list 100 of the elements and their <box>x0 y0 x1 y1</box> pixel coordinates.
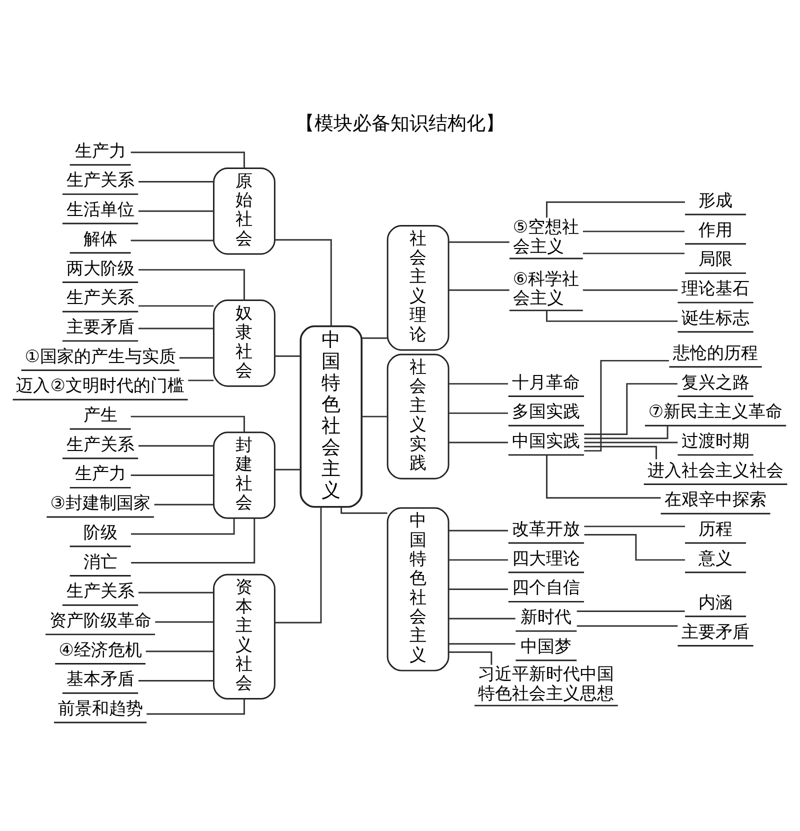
node-text: ⑤空想社会主义 <box>512 216 580 256</box>
node-text: 意义 <box>698 547 733 568</box>
connector <box>275 238 332 326</box>
node-text: 四大理论 <box>512 547 580 568</box>
node-box: 中国特色社会主义 <box>300 324 363 508</box>
connector <box>130 518 235 534</box>
node-text: 生产力 <box>74 462 126 483</box>
connector <box>131 518 256 563</box>
connector <box>138 210 214 212</box>
connector <box>584 441 678 443</box>
node-text: 生产关系 <box>66 433 134 454</box>
connector <box>448 650 492 664</box>
node-text: 阶级 <box>83 521 118 542</box>
node-text: 习近平新时代中国特色社会主义思想 <box>478 663 614 702</box>
node-text: ①国家的产生与实质 <box>24 345 176 366</box>
connector <box>584 525 685 527</box>
connector <box>584 533 685 560</box>
connector <box>362 336 388 338</box>
connector <box>138 591 214 593</box>
node-text: 十月革命 <box>512 371 580 392</box>
connector <box>448 441 508 443</box>
node-text: 新时代 <box>520 606 572 626</box>
connector <box>448 382 508 384</box>
connector <box>130 415 245 432</box>
connector <box>584 425 668 439</box>
connector <box>448 617 516 619</box>
node-text: 产生 <box>83 404 118 424</box>
node-text: 内涵 <box>698 591 733 612</box>
connector <box>138 679 214 681</box>
connector <box>188 379 214 381</box>
node-text: 过渡时期 <box>682 430 750 450</box>
node-text: 主要矛盾 <box>66 316 134 336</box>
node-text: 前景和趋势 <box>58 698 143 718</box>
connector <box>275 468 301 470</box>
node-text: 多国实践 <box>512 400 580 421</box>
node-box: 奴隶社会 <box>213 299 276 386</box>
connector <box>582 288 678 290</box>
connector <box>138 327 214 329</box>
connector <box>130 239 214 241</box>
node-text: 改革开放 <box>512 518 580 538</box>
connector <box>546 454 661 498</box>
node-box: 资本主义社会 <box>213 573 276 700</box>
node-text: 主要矛盾 <box>682 620 750 641</box>
connector <box>448 642 516 644</box>
connector <box>130 474 214 476</box>
connector <box>155 620 214 622</box>
connector <box>584 359 669 452</box>
node-text: 生产力 <box>74 140 126 160</box>
connector <box>546 310 678 322</box>
node-box: 原始社会 <box>213 166 276 254</box>
node-text: 解体 <box>83 228 118 248</box>
node-text: ③封建制国家 <box>50 492 150 512</box>
connector <box>582 230 685 232</box>
connector <box>448 412 508 414</box>
connector <box>584 445 657 459</box>
connector <box>546 200 685 218</box>
node-text: 生产关系 <box>66 580 134 600</box>
connector <box>138 268 245 300</box>
connector <box>582 252 685 254</box>
node-text: 生产关系 <box>66 169 134 190</box>
connector <box>448 558 508 560</box>
node-text: 进入社会主义社会 <box>648 459 784 480</box>
node-box: 封建社会 <box>213 431 276 518</box>
connector <box>576 610 685 612</box>
node-text: 迈入②文明时代的门槛 <box>16 374 184 395</box>
node-text: 诞生标志 <box>682 306 750 327</box>
node-text: 消亡 <box>83 550 118 571</box>
connector <box>138 180 214 182</box>
connector <box>584 382 678 434</box>
connector <box>146 698 245 714</box>
node-text: 悲怆的历程 <box>673 342 758 362</box>
connector <box>448 529 508 531</box>
node-text: ⑦新民主主义革命 <box>648 400 783 421</box>
connector <box>448 588 508 590</box>
node-text: 两大阶级 <box>66 257 134 278</box>
connector <box>154 503 214 505</box>
node-text: 资产阶级革命 <box>49 609 152 630</box>
diagram-title: 【模块必备知识结构化】 <box>296 110 504 134</box>
connector <box>576 624 678 626</box>
connector <box>362 415 388 417</box>
connector <box>179 356 214 358</box>
node-text: 生活单位 <box>66 198 134 219</box>
node-text: 生产关系 <box>66 286 134 307</box>
connector <box>275 354 301 356</box>
node-text: 形成 <box>698 190 733 210</box>
connector <box>130 151 245 168</box>
node-box: 社会主义理论 <box>386 224 450 350</box>
node-text: 中国梦 <box>520 635 572 656</box>
connector <box>138 444 214 446</box>
node-text: 理论基石 <box>682 278 750 298</box>
connector <box>138 304 214 306</box>
node-text: 历程 <box>698 518 733 538</box>
node-text: ④经济危机 <box>58 638 142 659</box>
node-box: 中国特色社会主义 <box>386 506 450 671</box>
node-text: 中国实践 <box>512 430 580 450</box>
node-text: 基本矛盾 <box>66 668 134 688</box>
connector <box>275 506 322 623</box>
node-text: 四个自信 <box>512 576 580 597</box>
connector <box>146 650 214 652</box>
node-box: 社会主义实践 <box>386 353 450 479</box>
